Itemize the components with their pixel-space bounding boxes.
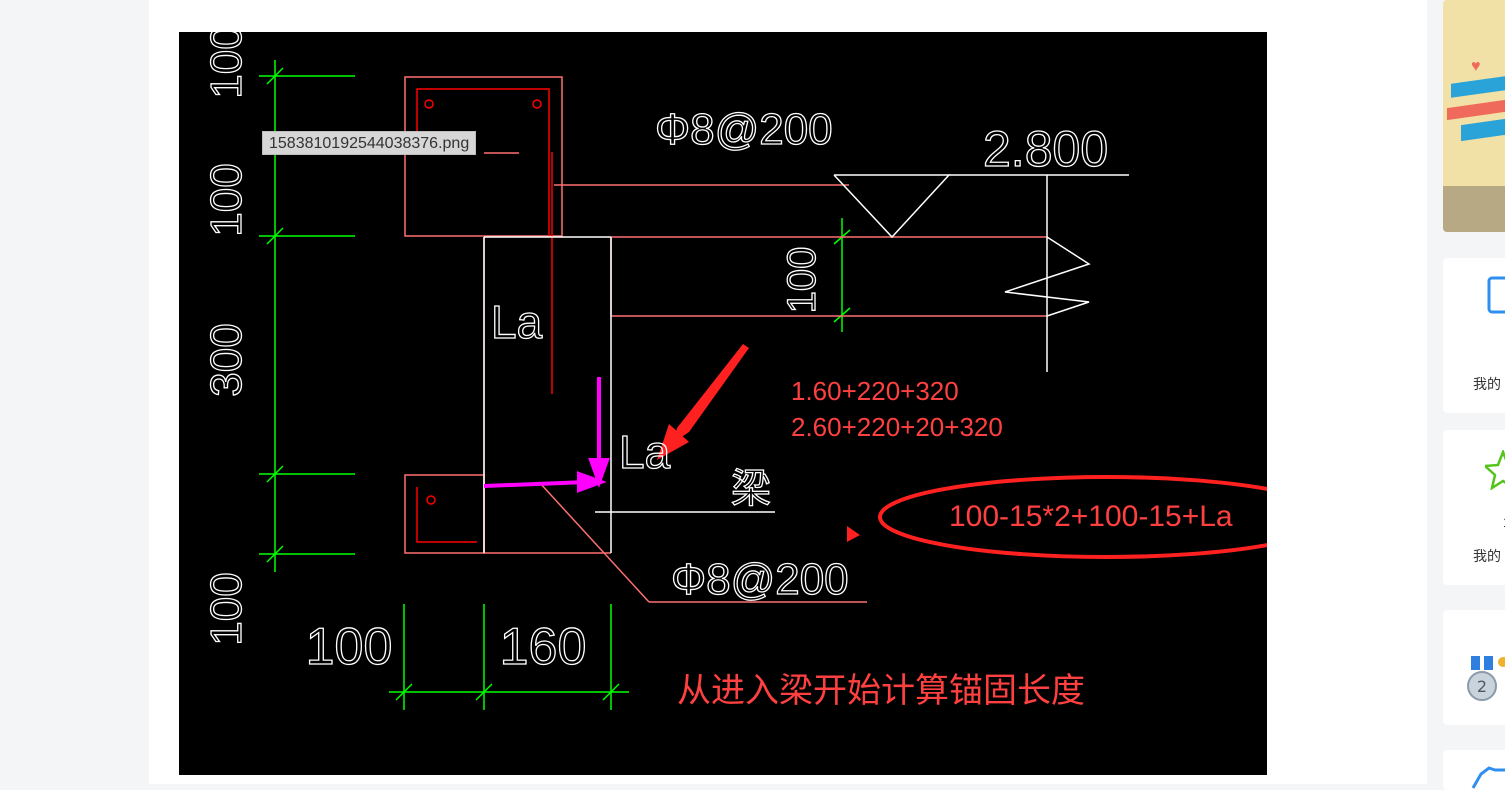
sidebar-card-likes[interactable] [1443,750,1505,790]
cad-drawing-image[interactable]: 100 100 300 100 100 100 160 Φ8@200 Φ8@20… [179,32,1267,775]
svg-text:2: 2 [1477,677,1487,696]
banner-shape [1451,76,1505,98]
medal-icon: 2 [1467,656,1505,701]
banner-shape [1461,118,1505,142]
banner-floor [1443,186,1505,232]
sidebar-card-medal[interactable]: 2 [1443,610,1505,725]
dim-left-top: 100 [202,32,251,99]
dim-left-mid: 300 [202,323,251,396]
formula-1: 1.60+220+320 [791,376,959,406]
formula-highlight-ellipse [878,475,1267,559]
elevation-label: 2.800 [983,121,1108,177]
thumb-icon [1471,766,1505,789]
dim-bottom-right: 160 [500,618,587,676]
la-label-2: La [619,426,671,478]
white-lines [483,174,1129,553]
rebar-bottom-label: Φ8@200 [671,555,849,604]
sidebar-card-label: 我的 [1473,376,1501,392]
dim-left-bottom: 100 [202,572,251,645]
formula-2: 2.60+220+20+320 [791,412,1003,442]
sidebar-card-favorites[interactable]: 1 我的 [1443,430,1505,585]
dim-bottom-left: 100 [306,618,393,676]
magenta-arrow [483,377,610,493]
image-filename-tooltip: 1583810192544038376.png [262,131,477,155]
banner-shape [1447,99,1505,121]
favorites-count: 1 [1503,514,1505,530]
star-icon [1485,450,1505,490]
dim-right-vertical: 100 [780,247,824,314]
right-sidebar: ♥ 我的 1 我的 2 [1443,0,1505,790]
beam-label: 梁 [731,467,771,511]
rebar-top-label: Φ8@200 [655,105,833,154]
bottom-dimension-lines [389,604,629,710]
document-icon [1487,276,1505,314]
dim-left-mid-upper: 100 [202,163,251,236]
la-label-1: La [491,296,543,348]
rebar-lines [416,88,553,543]
heart-icon: ♥ [1471,58,1481,75]
sidebar-card-documents[interactable]: 我的 [1443,258,1505,413]
small-red-marker [847,526,860,542]
red-pointer-arrow [657,344,749,460]
formula-circled: 100-15*2+100-15+La [949,500,1233,533]
promo-banner[interactable]: ♥ [1443,0,1505,232]
right-dimension-lines [833,218,851,332]
sidebar-card-label: 我的 [1473,548,1501,564]
note-anchor-length: 从进入梁开始计算锚固长度 [677,672,1085,710]
